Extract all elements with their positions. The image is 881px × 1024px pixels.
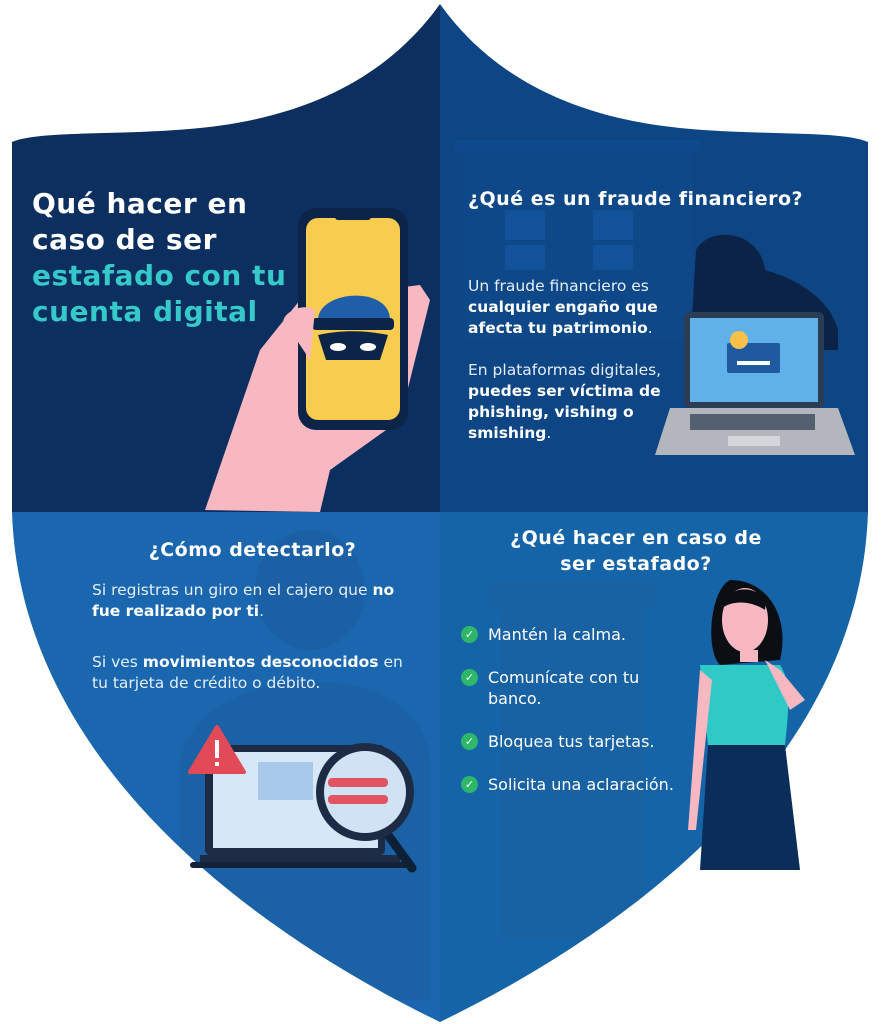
action-item-label: Mantén la calma. <box>488 625 626 644</box>
text: Si ves <box>92 653 138 671</box>
check-circle-icon: ✓ <box>461 733 478 750</box>
hero-title-highlight: estafado con tu <box>32 259 287 292</box>
text: en tu tarjeta de crédito o débito. <box>92 653 403 692</box>
text: En plataformas digitales, <box>468 361 662 379</box>
action-item: ✓ Solicita una aclaración. <box>461 774 686 795</box>
detect-heading: ¿Cómo detectarlo? <box>148 539 357 561</box>
text: . <box>259 602 264 620</box>
action-item: ✓ Mantén la calma. <box>461 624 686 645</box>
action-item-label: Solicita una aclaración. <box>488 775 674 794</box>
text: Si registras un giro en el cajero que <box>92 581 368 599</box>
fraud-platforms: En plataformas digitales, puedes ser víc… <box>468 360 673 444</box>
text: Un fraude financiero es <box>468 277 649 295</box>
action-item-label: Comunícate con tu banco. <box>488 668 640 708</box>
bold-text: no fue realizado por ti <box>92 581 395 620</box>
fraud-heading: ¿Qué es un fraude financiero? <box>468 188 804 210</box>
fraud-definition: Un fraude financiero es cualquier engaño… <box>468 276 668 339</box>
text: . <box>647 319 653 337</box>
woman-on-phone-illustration <box>688 580 805 870</box>
warning-icon <box>188 725 246 774</box>
check-circle-icon: ✓ <box>461 669 478 686</box>
detect-point-2: Si ves movimientos desconocidos en tu ta… <box>92 652 422 694</box>
text: . <box>546 424 552 442</box>
detect-point-1: Si registras un giro en el cajero que no… <box>92 580 412 622</box>
check-circle-icon: ✓ <box>461 776 478 793</box>
action-heading: ¿Qué hacer en caso de ser estafado? <box>510 527 762 575</box>
action-list: ✓ Mantén la calma. ✓ Comunícate con tu ban… <box>461 624 686 817</box>
hero-title: Qué hacer en caso de ser estafado con tu… <box>32 186 286 330</box>
action-item: ✓ Bloquea tus tarjetas. <box>461 731 686 752</box>
hero-title-line: caso de ser <box>32 223 217 256</box>
bold-text: cualquier engaño que afecta tu patrimoni… <box>468 298 658 337</box>
action-item-label: Bloquea tus tarjetas. <box>488 732 655 751</box>
bold-text: movimientos desconocidos <box>142 653 379 671</box>
hero-title-line: Qué hacer en <box>32 187 248 220</box>
check-circle-icon: ✓ <box>461 626 478 643</box>
hacker-laptop-illustration <box>655 234 855 455</box>
hand-phone-illustration <box>205 208 430 512</box>
bold-text: puedes ser víctima de phishing, vishing … <box>468 382 661 442</box>
action-item: ✓ Comunícate con tu banco. <box>461 667 686 709</box>
hero-title-highlight: cuenta digital <box>32 295 258 328</box>
